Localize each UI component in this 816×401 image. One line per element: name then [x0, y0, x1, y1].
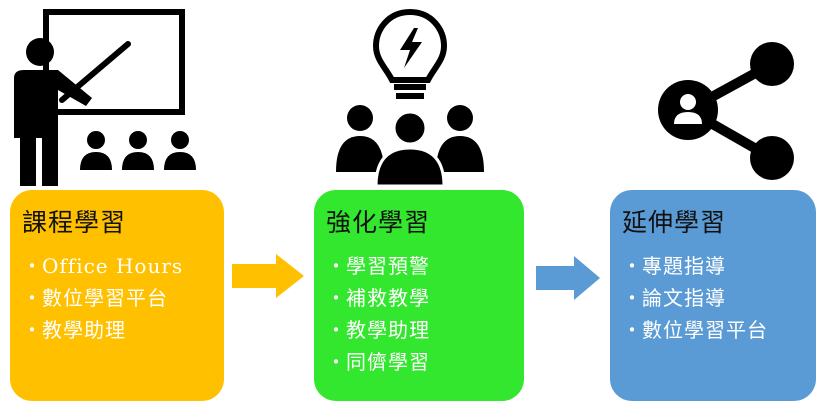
stage-card-enhanced-learning: 強化學習 ・學習預警 ・補救教學 ・教學助理 ・同儕學習	[314, 190, 524, 401]
stage-title: 強化學習	[326, 208, 431, 237]
list-item: ・論文指導	[622, 286, 726, 310]
stage-title: 延伸學習	[622, 208, 727, 237]
stage-item-list: ・Office Hours ・數位學習平台 ・教學助理	[22, 250, 214, 346]
share-user-icon	[658, 42, 794, 180]
list-item: ・專題指導	[622, 254, 726, 278]
list-item: ・補救教學	[326, 286, 430, 310]
lightbulb-team-icon	[336, 8, 484, 188]
flow-arrow-1	[232, 254, 304, 298]
stage-item-list: ・專題指導 ・論文指導 ・數位學習平台	[622, 250, 806, 346]
list-item: ・同儕學習	[326, 350, 430, 374]
list-item: ・數位學習平台	[622, 318, 768, 342]
stage-card-course-learning: 課程學習 ・Office Hours ・數位學習平台 ・教學助理	[10, 190, 224, 401]
teacher-presentation-icon	[14, 9, 196, 186]
flow-arrow-2	[536, 256, 600, 300]
list-item: ・教學助理	[22, 318, 126, 342]
stage-title: 課程學習	[22, 208, 127, 237]
stage-item-list: ・學習預警 ・補救教學 ・教學助理 ・同儕學習	[326, 250, 514, 378]
list-item: ・學習預警	[326, 254, 430, 278]
list-item: ・教學助理	[326, 318, 430, 342]
list-item: ・Office Hours	[22, 254, 184, 278]
list-item: ・數位學習平台	[22, 286, 168, 310]
stage-card-extended-learning: 延伸學習 ・專題指導 ・論文指導 ・數位學習平台	[610, 190, 816, 401]
